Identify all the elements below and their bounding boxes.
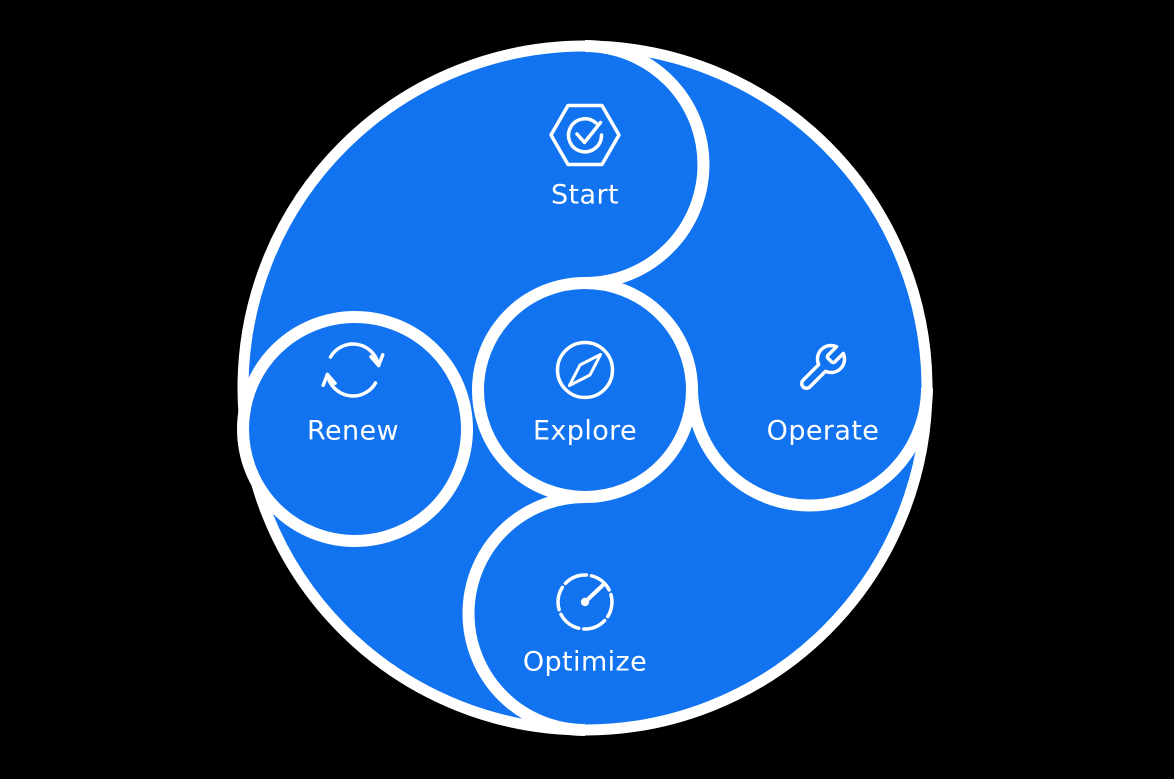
hexagon-check-icon bbox=[549, 103, 621, 167]
explore-label: Explore bbox=[532, 415, 638, 447]
hexagon-outline bbox=[549, 103, 621, 167]
cycle-top-arc bbox=[328, 342, 381, 368]
compass-needle bbox=[567, 352, 603, 388]
cycle-bottom-arc bbox=[325, 372, 378, 398]
operate-label: Operate bbox=[766, 415, 880, 447]
compass-ring bbox=[555, 340, 615, 400]
compass-icon bbox=[555, 340, 615, 400]
wrench-icon bbox=[800, 343, 847, 390]
separator-top bbox=[584, 40, 710, 289]
start-label: Start bbox=[551, 179, 619, 211]
gauge-ring bbox=[556, 573, 614, 631]
separator-right bbox=[686, 387, 933, 512]
cycle-bottom-arrowhead bbox=[321, 372, 337, 388]
renew-label: Renew bbox=[307, 415, 399, 447]
gauge-hub bbox=[580, 597, 590, 607]
renew-circle bbox=[237, 311, 473, 547]
check-mark bbox=[575, 120, 603, 145]
wrench-outline bbox=[800, 343, 847, 390]
check-circle-arc bbox=[566, 117, 604, 154]
gauge-icon bbox=[556, 573, 614, 631]
separator-bottom bbox=[462, 491, 586, 736]
cycle-arrows-icon bbox=[321, 342, 385, 398]
explore-circle bbox=[472, 277, 698, 503]
optimize-label: Optimize bbox=[522, 646, 648, 678]
cycle-top-arrowhead bbox=[369, 352, 385, 368]
